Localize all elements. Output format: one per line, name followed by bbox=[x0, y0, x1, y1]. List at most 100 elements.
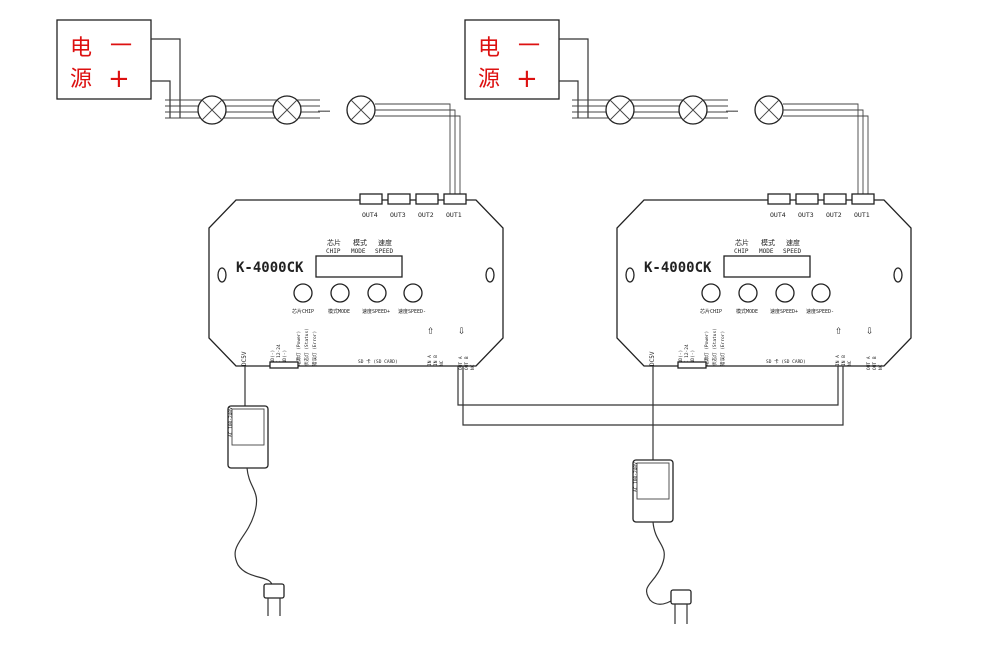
dc5v-label-left: DC5V bbox=[241, 351, 248, 366]
in-b-right: IN B bbox=[841, 355, 847, 366]
speed-up-button-right[interactable] bbox=[775, 283, 795, 303]
power-char-top: 电 bbox=[70, 36, 92, 61]
chip-cn: 芯片 bbox=[327, 238, 341, 247]
lamp-right-1 bbox=[605, 95, 635, 125]
dc5v-label-right: DC5V bbox=[649, 351, 656, 366]
lcd-display-left bbox=[315, 255, 403, 278]
speed-down-label-right: 速度SPEED- bbox=[806, 308, 834, 315]
ellipsis-left: …… bbox=[318, 104, 330, 115]
chip-cn-right: 芯片 bbox=[735, 238, 749, 247]
out-b-left: OUT B bbox=[464, 356, 470, 370]
power-plus-right: + bbox=[516, 64, 538, 94]
controller-left: OUT4 OUT3 OUT2 OUT1 芯片 CHIP 模式 MODE 速度 S… bbox=[208, 193, 504, 370]
out3-label: OUT3 bbox=[390, 211, 406, 219]
out2-label-right: OUT2 bbox=[826, 211, 842, 219]
mode-cn: 模式 bbox=[353, 238, 367, 247]
speed-cn: 速度 bbox=[378, 238, 392, 247]
mode-button-label-left: 模式MODE bbox=[328, 308, 350, 315]
out1-label-right: OUT1 bbox=[854, 211, 870, 219]
out-b-right: OUT B bbox=[872, 356, 878, 370]
chip-en: CHIP bbox=[326, 248, 341, 255]
speed-en: SPEED bbox=[375, 248, 393, 255]
chip-button-label-right: 芯片CHIP bbox=[700, 308, 722, 315]
in-nc-right: NC bbox=[847, 360, 853, 366]
adapter-left: AC 100-240V bbox=[227, 405, 269, 469]
ellipsis-right: …… bbox=[726, 104, 738, 115]
out-a-right: OUT A bbox=[866, 356, 872, 370]
chip-button-label-left: 芯片CHIP bbox=[292, 308, 314, 315]
cascade-wire-a bbox=[457, 366, 839, 406]
lamp-left-3 bbox=[346, 95, 376, 125]
adapter-label-left: AC 100-240V bbox=[228, 407, 234, 437]
lamp-left-1 bbox=[197, 95, 227, 125]
out1-label: OUT1 bbox=[446, 211, 462, 219]
terminal-label-left-0: GND(-) bbox=[270, 350, 276, 366]
model-label-left: K-4000CK bbox=[236, 260, 304, 276]
lamp-right-2 bbox=[678, 95, 708, 125]
model-label-right: K-4000CK bbox=[644, 260, 712, 276]
adapter-right: AC 100-240V bbox=[632, 459, 674, 523]
arrow-down-right: ⇩ bbox=[866, 323, 873, 337]
chip-button-right[interactable] bbox=[701, 283, 721, 303]
led-label-right-0: 电源灯 (Power) bbox=[703, 331, 710, 366]
chip-button-left[interactable] bbox=[293, 283, 313, 303]
out2-label: OUT2 bbox=[418, 211, 434, 219]
terminal-label-left-2: GND(-) bbox=[282, 350, 288, 366]
controller-right: OUT4 OUT3 OUT2 OUT1 芯片 CHIP 模式 MODE 速度 S… bbox=[616, 193, 912, 370]
power-char-bottom: 源 bbox=[70, 67, 92, 92]
speed-down-button-right[interactable] bbox=[811, 283, 831, 303]
in-nc-left: NC bbox=[439, 360, 445, 366]
mode-button-right[interactable] bbox=[738, 283, 758, 303]
terminal-label-right-0: GND(-) bbox=[678, 350, 684, 366]
speed-down-button-left[interactable] bbox=[403, 283, 423, 303]
power-minus: 一 bbox=[110, 34, 132, 59]
adapter-label-right: AC 100-240V bbox=[633, 462, 639, 492]
lamp-right-3 bbox=[754, 95, 784, 125]
power-minus-right: 一 bbox=[518, 34, 540, 59]
lcd-display-right bbox=[723, 255, 811, 278]
led-label-left-0: 电源灯 (Power) bbox=[295, 331, 302, 366]
out-a-left: OUT A bbox=[458, 356, 464, 370]
power-supply-right: 电 源 一 + bbox=[464, 19, 560, 100]
mode-button-left[interactable] bbox=[330, 283, 350, 303]
terminal-label-left-1: DC 12-24 bbox=[276, 344, 282, 366]
speed-up-label-right: 速度SPEED+ bbox=[770, 308, 798, 315]
led-label-left-2: 错误灯 (Error) bbox=[311, 331, 318, 366]
led-label-right-1: 状态灯 (Status) bbox=[711, 328, 718, 366]
in-a-left: IN A bbox=[427, 355, 433, 366]
speed-en-right: SPEED bbox=[783, 248, 801, 255]
arrow-down-left: ⇩ bbox=[458, 323, 465, 337]
plug-right bbox=[670, 589, 692, 624]
arrow-up-left: ⇧ bbox=[427, 323, 434, 337]
mode-cn-right: 模式 bbox=[761, 238, 775, 247]
chip-en-right: CHIP bbox=[734, 248, 749, 255]
plug-left bbox=[263, 583, 285, 616]
power-plus: + bbox=[108, 64, 130, 94]
terminal-label-right-2: GND(-) bbox=[690, 350, 696, 366]
out3-label-right: OUT3 bbox=[798, 211, 814, 219]
terminal-label-right-1: DC 12-24 bbox=[684, 344, 690, 366]
sd-label-right: SD 卡 (SD CARD) bbox=[766, 358, 806, 365]
lamp-left-2 bbox=[272, 95, 302, 125]
led-label-right-2: 错误灯 (Error) bbox=[719, 331, 726, 366]
out4-label-right: OUT4 bbox=[770, 211, 786, 219]
led-label-left-1: 状态灯 (Status) bbox=[303, 328, 310, 366]
in-a-right: IN A bbox=[835, 355, 841, 366]
power-char-top-right: 电 bbox=[478, 36, 500, 61]
mode-en: MODE bbox=[351, 248, 366, 255]
out-nc-right: NC bbox=[878, 364, 884, 370]
speed-up-button-left[interactable] bbox=[367, 283, 387, 303]
power-char-bottom-right: 源 bbox=[478, 67, 500, 92]
speed-up-label-left: 速度SPEED+ bbox=[362, 308, 390, 315]
speed-cn-right: 速度 bbox=[786, 238, 800, 247]
out4-label: OUT4 bbox=[362, 211, 378, 219]
power-supply-left: 电 源 一 + bbox=[56, 19, 152, 100]
mode-button-label-right: 模式MODE bbox=[736, 308, 758, 315]
mode-en-right: MODE bbox=[759, 248, 774, 255]
in-b-left: IN B bbox=[433, 355, 439, 366]
sd-label-left: SD 卡 (SD CARD) bbox=[358, 358, 398, 365]
speed-down-label-left: 速度SPEED- bbox=[398, 308, 426, 315]
arrow-up-right: ⇧ bbox=[835, 323, 842, 337]
out-nc-left: NC bbox=[470, 364, 476, 370]
